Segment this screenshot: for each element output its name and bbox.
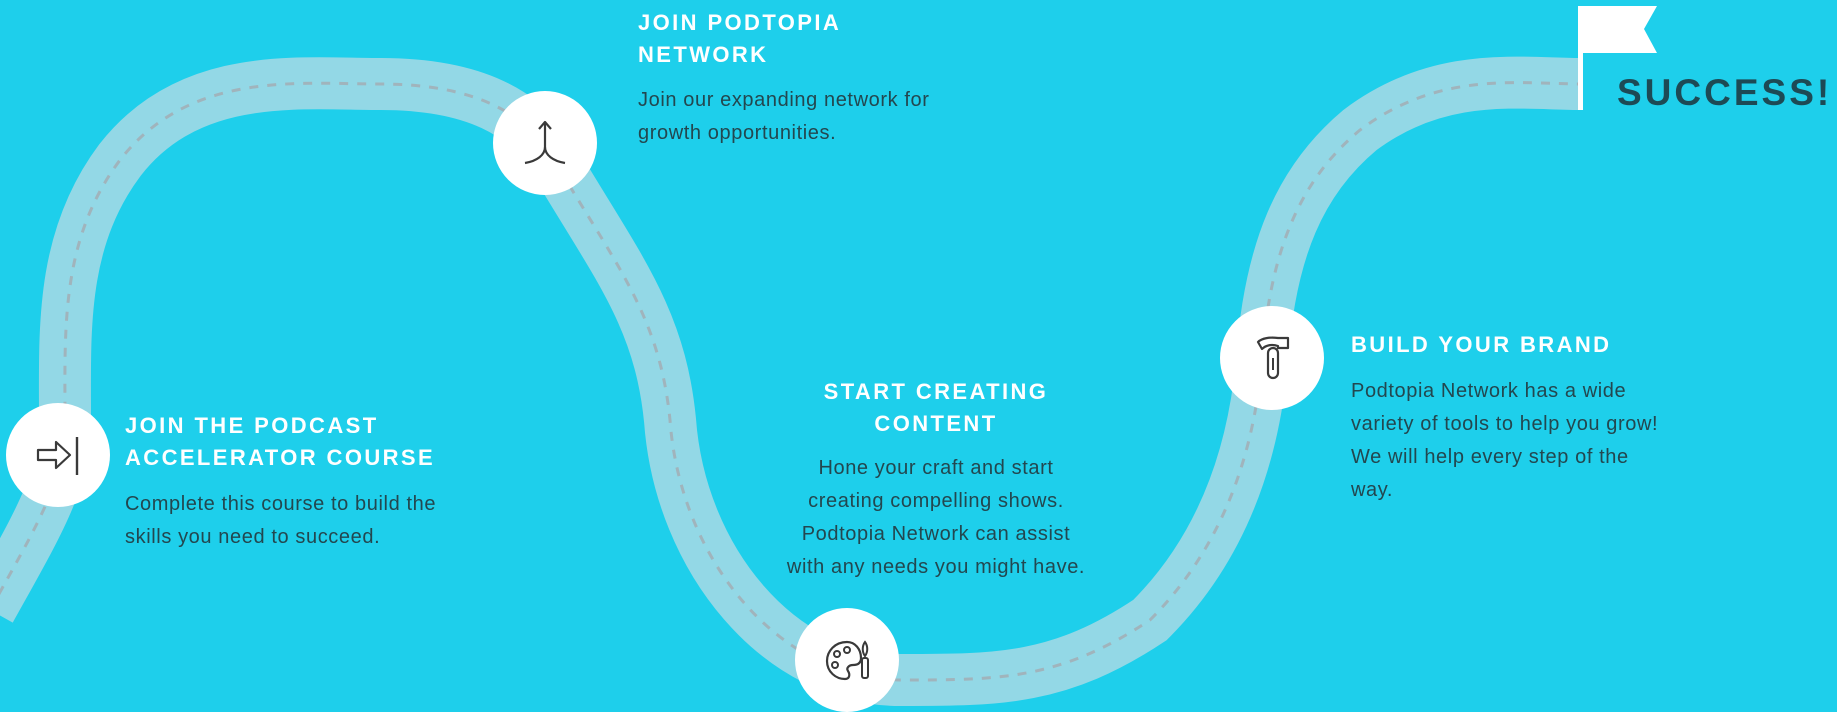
step4-node	[1220, 306, 1324, 410]
step1-node	[6, 403, 110, 507]
step2-node	[493, 91, 597, 195]
road-center-dashes	[0, 81, 1583, 682]
success-label: SUCCESS!	[1617, 72, 1833, 113]
step4-title: BUILD YOUR BRAND	[1351, 332, 1612, 357]
palette-brush-icon	[825, 640, 869, 681]
arrow-right-to-line-icon	[36, 437, 79, 475]
hammer-icon	[1256, 336, 1290, 380]
merge-arrow-icon	[524, 120, 566, 165]
flag-icon	[1578, 6, 1657, 110]
step3-node	[795, 608, 899, 712]
